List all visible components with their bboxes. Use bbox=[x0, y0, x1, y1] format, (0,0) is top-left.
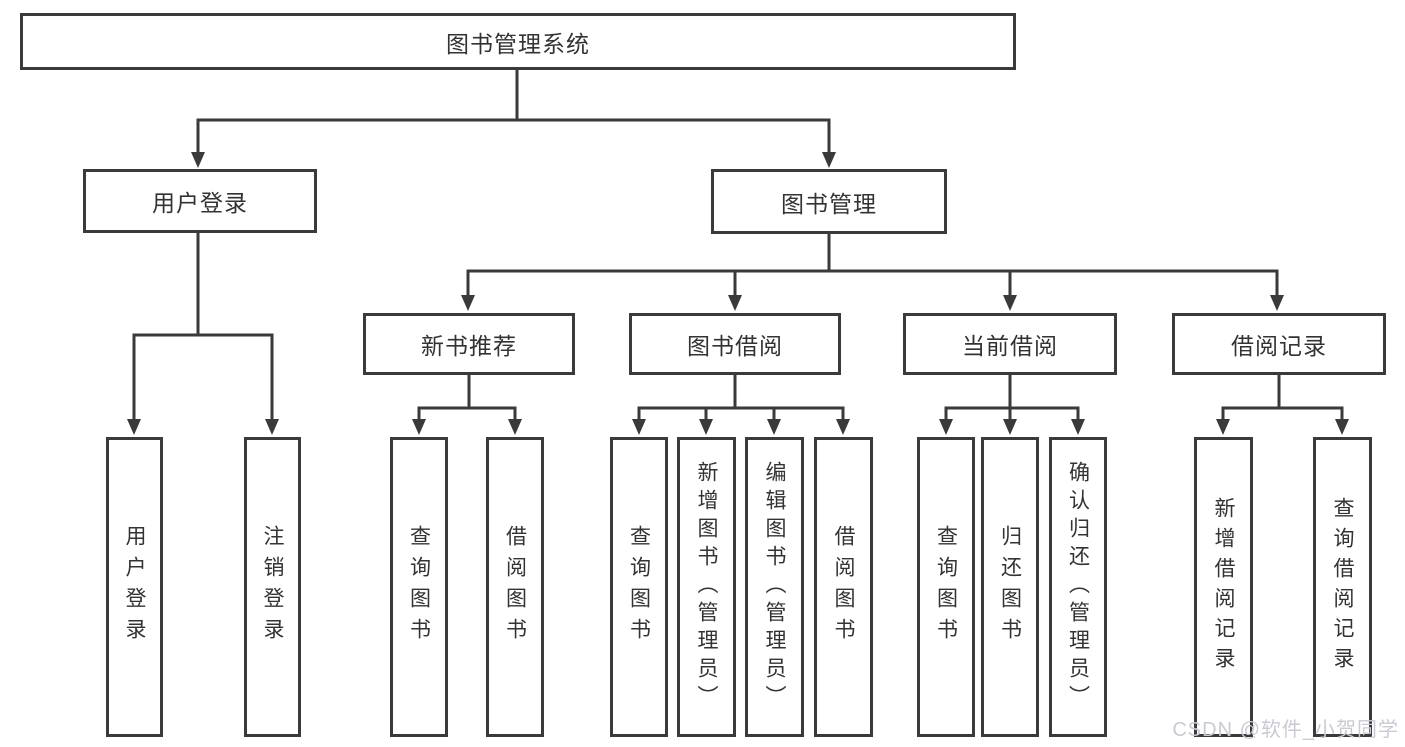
node-book-management: 图书管理 bbox=[711, 169, 947, 234]
node-library-management-system: 图书管理系统 bbox=[20, 13, 1016, 70]
leaf-query-books-borrowing: 查询图书 bbox=[610, 437, 668, 737]
node-new-book-recommendation: 新书推荐 bbox=[363, 313, 575, 375]
node-current-borrowing: 当前借阅 bbox=[903, 313, 1117, 375]
leaf-return-books: 归还图书 bbox=[981, 437, 1039, 737]
leaf-borrow-books-recommend: 借阅图书 bbox=[486, 437, 544, 737]
leaf-confirm-return-admin: 确认归还（管理员） bbox=[1049, 437, 1107, 737]
csdn-watermark: CSDN @软件_小贺同学 bbox=[1172, 719, 1399, 741]
leaf-query-books-current: 查询图书 bbox=[917, 437, 975, 737]
leaf-borrow-books: 借阅图书 bbox=[814, 437, 873, 737]
leaf-add-books-admin: 新增图书（管理员） bbox=[677, 437, 736, 737]
leaf-query-borrow-record: 查询借阅记录 bbox=[1313, 437, 1372, 737]
node-borrowing-records: 借阅记录 bbox=[1172, 313, 1386, 375]
leaf-add-borrow-record: 新增借阅记录 bbox=[1194, 437, 1253, 737]
leaf-edit-books-admin: 编辑图书（管理员） bbox=[745, 437, 804, 737]
leaf-logout: 注销登录 bbox=[244, 437, 301, 737]
node-user-login: 用户登录 bbox=[83, 169, 317, 233]
leaf-query-books-recommend: 查询图书 bbox=[390, 437, 448, 737]
leaf-user-login: 用户登录 bbox=[106, 437, 163, 737]
node-book-borrowing: 图书借阅 bbox=[629, 313, 841, 375]
